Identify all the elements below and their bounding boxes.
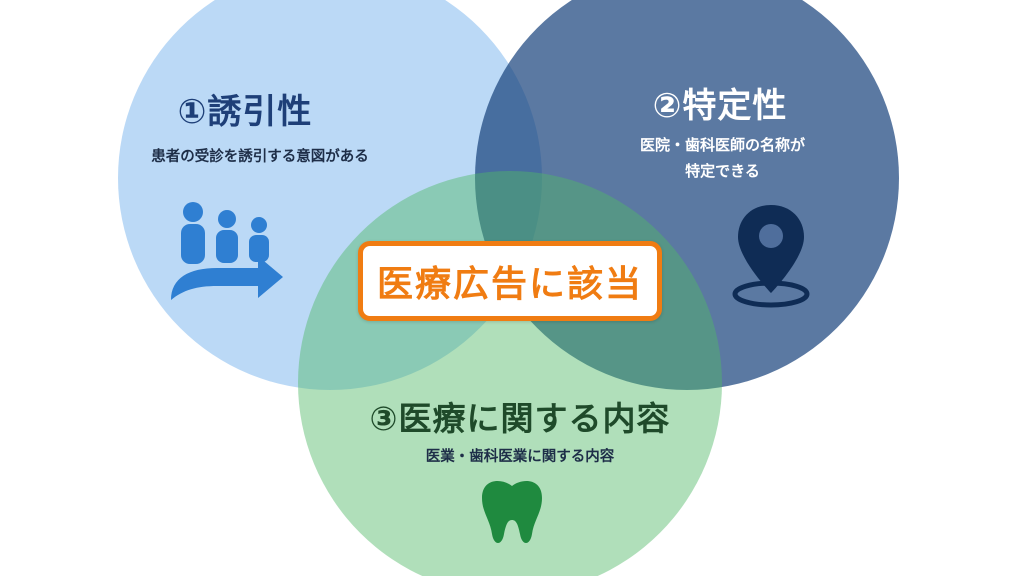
people-arrow-icon [171,202,283,300]
circle-title-medical-content: ③医療に関する内容 [369,399,671,438]
circle-title-identification: ②特定性 [652,86,788,126]
circle-desc-medical-content: 医業・歯科医業に関する内容 [425,449,615,465]
circle-desc-identification-line-1: 医院・歯科医師の名称が [639,136,805,154]
circle-desc-identification: 医院・歯科医師の名称が 特定できる [590,132,855,184]
circle-title-attraction: ①誘引性 [177,92,313,132]
circle-desc-identification-line-2: 特定できる [685,162,760,180]
circle-desc-attraction: 患者の受診を誘引する意図がある [151,149,369,165]
center-label-box: 医療広告に該当 [358,241,662,321]
location-pin-icon [732,205,810,308]
tooth-icon [482,481,542,543]
center-label: 医療広告に該当 [376,264,643,305]
